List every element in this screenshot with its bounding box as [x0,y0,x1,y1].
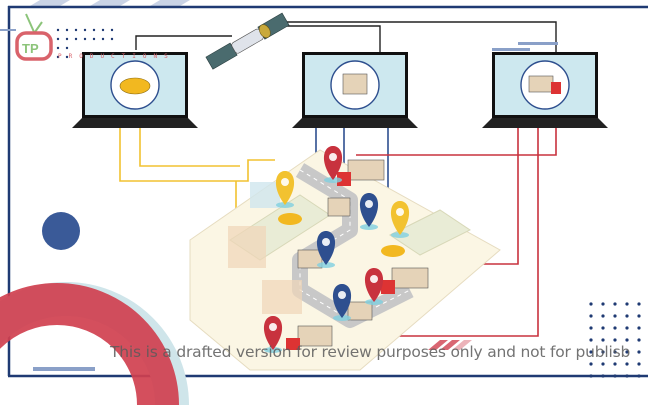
dot [601,314,605,318]
dot [613,302,617,306]
dot [601,326,605,330]
truck-icon [381,267,429,294]
dot-grid-bottom-right [589,302,641,378]
dot [625,338,629,342]
dot [589,338,593,342]
dot [83,37,87,41]
dot [589,314,593,318]
dot [83,28,87,32]
location-pin-icon [390,201,410,238]
dot [589,362,593,366]
dot [637,338,641,342]
location-pin-icon [275,171,295,208]
dot [613,374,617,378]
dot [613,350,617,354]
truck-icon [286,325,333,350]
dot [601,302,605,306]
location-pin-icon [359,193,379,230]
dot [637,302,641,306]
hub-bars-decoration [492,42,558,51]
dot [110,28,114,32]
location-pin-icon [263,316,283,353]
dot [74,37,78,41]
draft-watermark: This is a drafted version for review pur… [110,343,631,361]
dot [92,28,96,32]
dot [589,326,593,330]
laptop-base [482,118,608,128]
dot [637,350,641,354]
truck-icon [528,75,561,94]
satellite-icon [205,12,290,70]
red-stripes-decoration [428,340,472,350]
logo-subtitle: PRODUCTIONS [58,53,175,60]
logo-initials: TP [22,41,39,56]
dot [613,338,617,342]
dot [589,350,593,354]
blue-dot-decoration [42,212,80,250]
dot [625,362,629,366]
taxi-icon [381,245,405,257]
dot [65,46,69,50]
monitor-van [292,52,418,128]
dot [625,314,629,318]
building [262,280,302,314]
dot [56,55,60,59]
tv-antenna-icon [15,13,53,61]
dot [65,55,69,59]
delivery-van-icon [342,73,368,95]
building [250,182,280,208]
bottom-bars-decoration [33,367,95,371]
logo [15,13,114,61]
location-pin-icon [316,231,336,268]
dot [637,326,641,330]
red-arc-decoration [0,283,179,405]
dot [625,350,629,354]
dot [637,314,641,318]
monitor-truck [482,52,608,128]
dot [601,362,605,366]
dot-grid-top-left [56,28,114,59]
dot [56,37,60,41]
map-vehicles [278,159,429,350]
dot [56,46,60,50]
dot [56,28,60,32]
building [228,226,266,268]
dot [101,37,105,41]
dot [601,374,605,378]
dot [589,374,593,378]
dot [625,326,629,330]
dot [110,37,114,41]
location-pin-icon [364,268,384,305]
dot [74,28,78,32]
dot [613,326,617,330]
dot [65,37,69,41]
dot [101,28,105,32]
delivery-van-icon [327,197,351,217]
dot [613,314,617,318]
dot [589,302,593,306]
dot [601,350,605,354]
dot [625,374,629,378]
delivery-van-icon [347,301,373,321]
monitors [72,52,608,128]
taxi-icon [278,213,302,225]
dot [92,37,96,41]
dot [625,302,629,306]
dot [637,362,641,366]
location-pin-icon [323,146,343,183]
laptop-base [292,118,418,128]
truck-icon [337,159,385,186]
monitor-taxi [72,52,198,128]
dot [65,28,69,32]
dot [637,374,641,378]
location-pin-icon [332,284,352,321]
laptop-base [72,118,198,128]
location-pins [263,146,410,353]
top-stripes-decoration [30,0,190,6]
dot [601,338,605,342]
satellite-links [135,21,557,52]
taxi-icon [119,77,151,95]
dot [613,362,617,366]
